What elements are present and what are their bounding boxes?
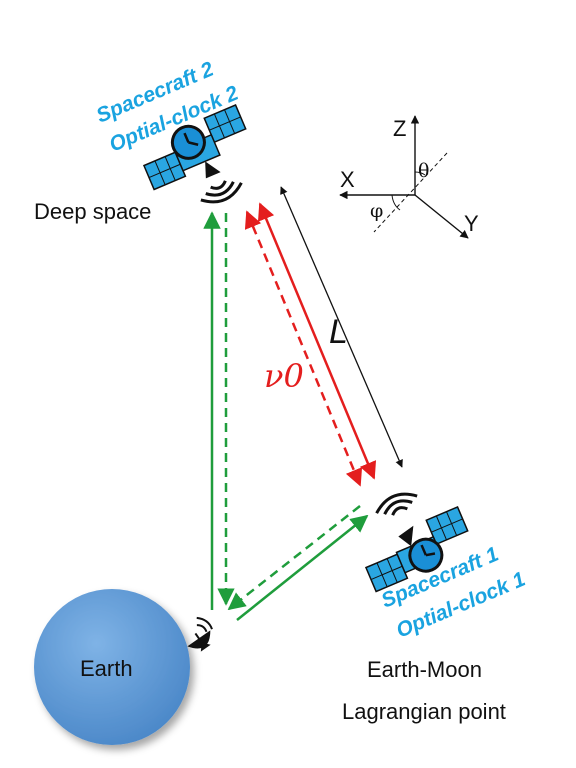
theta-arc — [414, 171, 426, 176]
theta-label: θ — [418, 160, 429, 182]
earth-label: Earth — [80, 656, 133, 681]
distance-label: L — [329, 313, 348, 351]
dish-antenna-icon — [187, 616, 213, 652]
satellite-icon — [142, 103, 247, 191]
distance-arrow — [280, 186, 403, 468]
signal-waves-icon — [375, 492, 418, 516]
spacecraft-2: Spacecraft 2 Optial-clock 2 — [93, 58, 247, 204]
earth-globe — [34, 589, 190, 745]
phi-label: φ — [370, 200, 383, 222]
phi-arc — [391, 194, 401, 211]
deep-space-label: Deep space — [34, 199, 151, 224]
frequency-label: ν0 — [264, 357, 304, 395]
clock-icon — [170, 124, 206, 160]
satellite-icon — [364, 505, 469, 593]
link-earth-to-lagrange-solid — [236, 514, 369, 621]
solar-panel-right — [425, 505, 469, 546]
y-axis — [414, 194, 469, 239]
z-axis-label: Z — [393, 116, 406, 141]
x-axis-label: X — [340, 167, 355, 192]
lagrange-label-line2: Lagrangian point — [342, 699, 506, 724]
direction-line — [373, 152, 448, 233]
y-axis-label: Y — [464, 211, 479, 236]
spacecraft-1: Spacecraft 1 Optial-clock 1 — [364, 492, 529, 643]
lagrange-label-line1: Earth-Moon — [367, 657, 482, 682]
coordinate-axes: Z X Y θ φ — [339, 115, 479, 239]
solar-panel-right — [203, 103, 247, 144]
signal-waves-icon — [200, 180, 243, 204]
clock-icon — [408, 537, 444, 573]
laser-solid — [257, 202, 377, 480]
link-lagrange-to-earth-dashed — [227, 505, 361, 611]
